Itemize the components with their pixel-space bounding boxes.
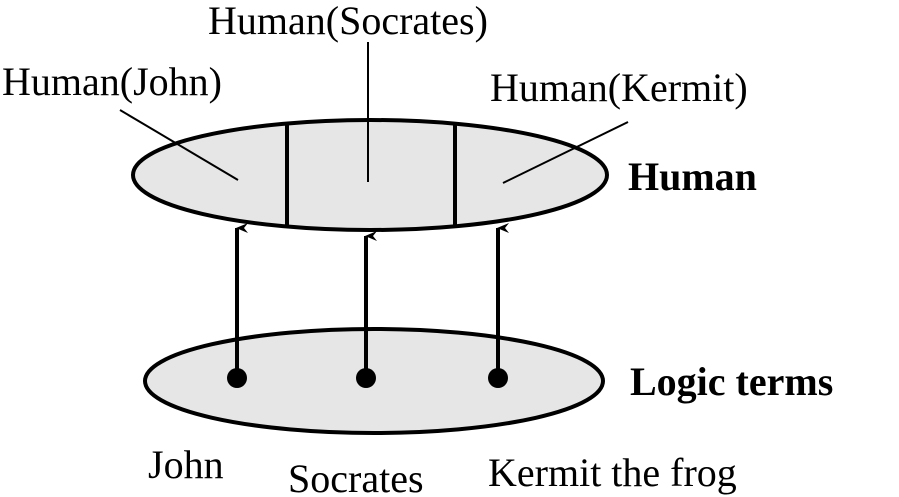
term-dot-john	[227, 368, 247, 388]
cell-label-john: Human(John)	[2, 59, 222, 104]
term-label-socrates: Socrates	[288, 456, 424, 497]
human-set-ellipse	[131, 118, 609, 232]
callout-line-john	[119, 109, 239, 181]
term-label-john: John	[148, 442, 224, 487]
human-set	[131, 118, 609, 232]
term-dot-kermit	[488, 368, 508, 388]
cell-label-kermit: Human(Kermit)	[490, 65, 748, 110]
callout-line-kermit	[502, 121, 629, 184]
human-set-title: Human	[628, 154, 757, 199]
term-dot-socrates	[356, 368, 376, 388]
logic-terms-title: Logic terms	[630, 359, 833, 404]
callout-lines	[119, 42, 629, 184]
term-label-kermit: Kermit the frog	[488, 450, 737, 495]
mapping-arrows	[235, 223, 509, 378]
cell-label-socrates: Human(Socrates)	[208, 0, 488, 43]
